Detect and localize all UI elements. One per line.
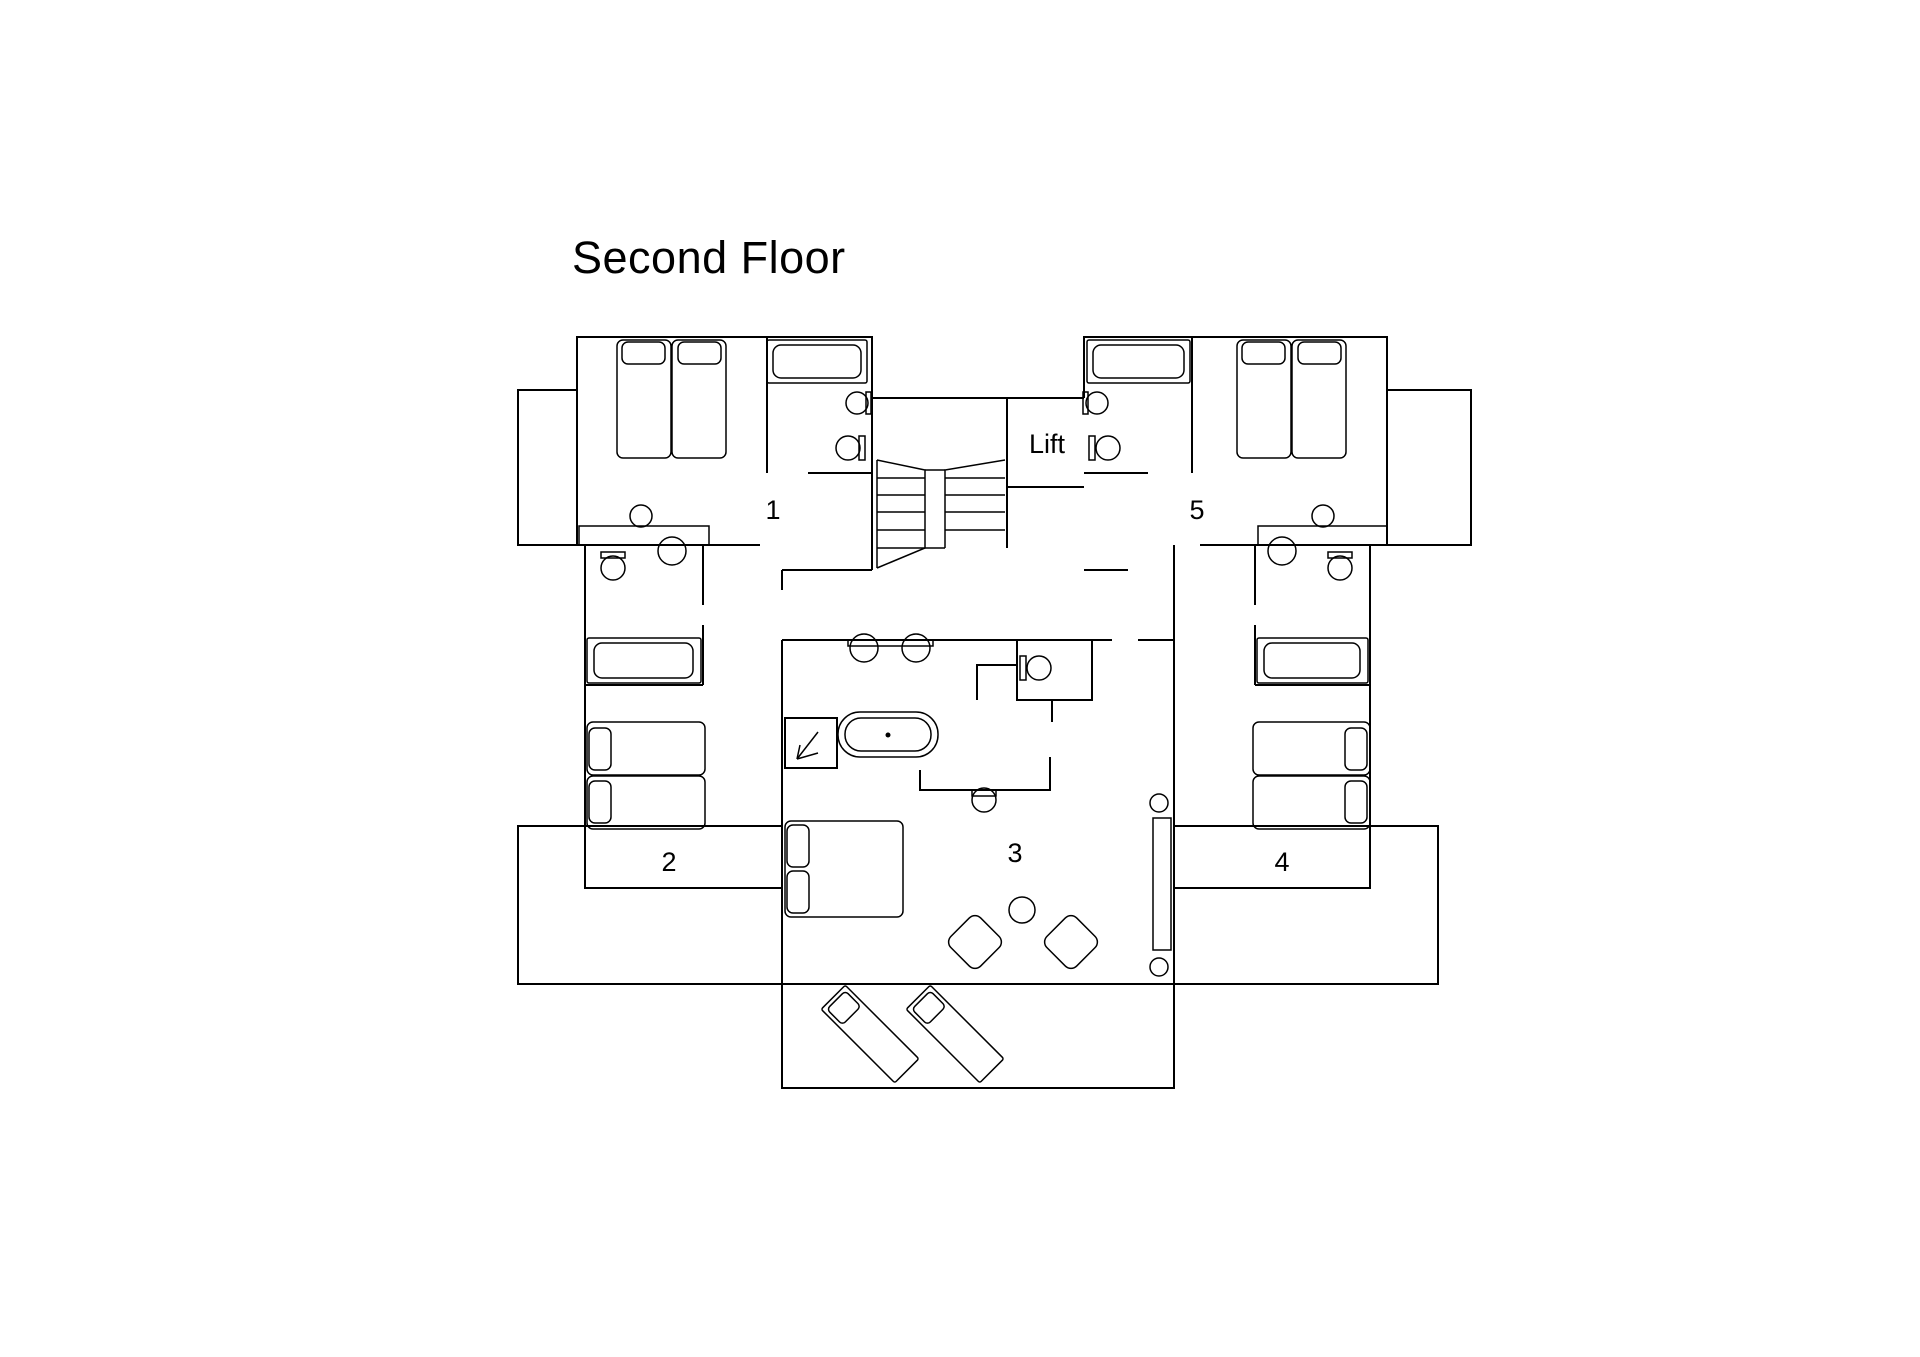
bathtub-icon — [766, 339, 868, 384]
outer-walls — [517, 336, 1472, 1089]
lounger-icon — [821, 985, 919, 1083]
sink-icon — [657, 536, 687, 566]
tv-unit — [1152, 817, 1172, 951]
bathtub-icon — [1086, 339, 1191, 384]
lift-label: Lift — [1029, 429, 1066, 459]
wc3-door — [976, 664, 1017, 700]
bed-icon — [1252, 775, 1371, 830]
room-label-5: 5 — [1189, 495, 1204, 525]
room-5-furniture — [1082, 339, 1388, 546]
toilet-icon — [1019, 655, 1052, 681]
room-3-furniture — [784, 633, 1172, 977]
terrace — [781, 983, 1175, 1089]
armchair-icon — [1043, 914, 1099, 970]
stair-icon — [876, 459, 1006, 569]
bathtub-icon — [837, 711, 939, 758]
room-label-2: 2 — [661, 847, 676, 877]
sink-icon — [849, 633, 879, 663]
wall-room4 — [1174, 545, 1371, 889]
sink-icon — [1311, 504, 1335, 528]
room-label-4: 4 — [1274, 847, 1289, 877]
toilet-icon — [600, 551, 626, 581]
sink-icon — [1267, 536, 1297, 566]
sink-icon — [835, 435, 866, 461]
page-title: Second Floor — [572, 232, 846, 283]
wall-room2 — [584, 545, 782, 889]
sink-icon — [1088, 435, 1121, 461]
bathtub-icon — [1256, 637, 1369, 684]
lounger-icon — [906, 985, 1004, 1083]
bed-icon — [1291, 339, 1347, 459]
wardrobe-icon — [784, 717, 838, 769]
room-2-furniture — [586, 536, 706, 830]
bed-icon — [1252, 721, 1371, 776]
bed-icon — [1236, 339, 1292, 459]
wall-room3 — [781, 545, 1175, 985]
room-1-furniture — [578, 339, 872, 546]
armchair-icon — [947, 914, 1003, 970]
bed-icon — [671, 339, 727, 459]
wall-right-bay-top — [1386, 389, 1472, 546]
vanity — [1257, 525, 1388, 546]
wc3-wall — [1016, 640, 1093, 701]
bed-icon — [616, 339, 672, 459]
wall-left-bay-bottom — [517, 825, 783, 985]
lamp — [1149, 957, 1169, 977]
wall-room1 — [576, 336, 873, 545]
wall-left-bay-top — [517, 389, 578, 546]
bathtub-icon — [586, 637, 702, 684]
wall-right-bay-bottom — [1173, 825, 1439, 985]
room-label-3: 3 — [1007, 838, 1022, 868]
toilet-icon — [1327, 551, 1353, 581]
wall-room5 — [1083, 336, 1388, 545]
sink-icon — [971, 787, 997, 813]
bed-icon — [784, 820, 904, 918]
terrace-furniture — [821, 985, 1004, 1083]
sink-icon — [901, 633, 931, 663]
sink-icon — [629, 504, 653, 528]
room-4-furniture — [1252, 536, 1371, 830]
bed-icon — [586, 721, 706, 776]
room-label-1: 1 — [765, 495, 780, 525]
vanity — [578, 525, 710, 546]
bath3-wall — [919, 757, 1051, 791]
wardrobe-arrow — [796, 731, 819, 760]
lamp — [1149, 793, 1169, 813]
toilet-icon — [1082, 391, 1109, 415]
side-table — [1008, 896, 1036, 924]
toilet-icon — [845, 391, 872, 415]
bed-icon — [586, 775, 706, 830]
